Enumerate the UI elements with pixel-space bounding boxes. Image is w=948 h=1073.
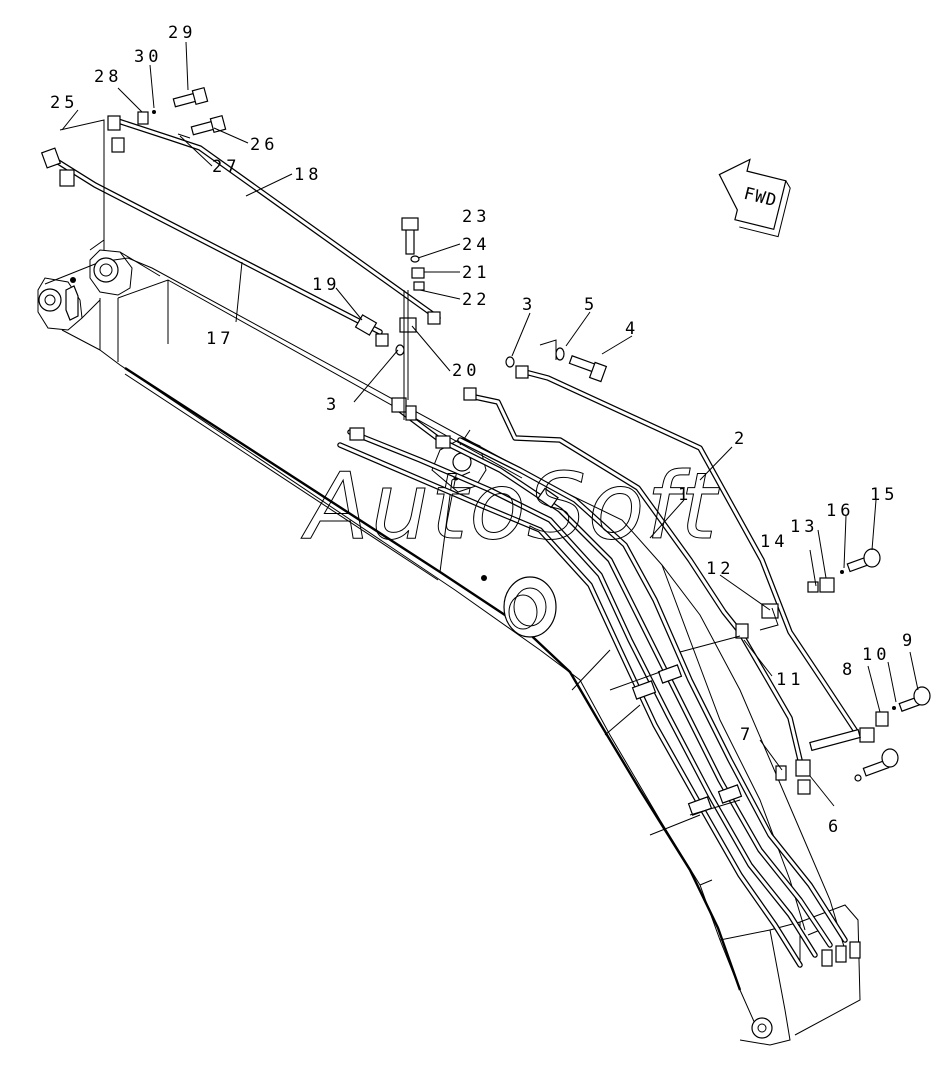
boom-head	[37, 249, 161, 351]
label-3a: 3	[522, 295, 536, 315]
label-30: 30	[134, 47, 162, 67]
label-16: 16	[826, 501, 854, 521]
label-1: 1	[678, 485, 692, 505]
label-10: 10	[862, 645, 890, 665]
label-19: 19	[312, 275, 340, 295]
label-26: 26	[250, 135, 278, 155]
bolt-23	[401, 217, 419, 255]
bolt-29	[172, 86, 209, 108]
boom-structure	[44, 257, 861, 1046]
label-28: 28	[94, 67, 122, 87]
clamps	[40, 111, 889, 816]
label-12: 12	[706, 559, 734, 579]
bolts	[152, 86, 931, 777]
label-20: 20	[452, 361, 480, 381]
label-14: 14	[760, 532, 788, 552]
bolt-9	[898, 686, 931, 712]
label-17: 17	[206, 329, 234, 349]
label-2: 2	[734, 429, 748, 449]
bolt-4	[568, 355, 608, 383]
label-6: 6	[828, 817, 842, 837]
fwd-arrow-icon	[718, 158, 787, 231]
reference-plates	[59, 119, 779, 631]
label-29: 29	[168, 23, 196, 43]
bolt-6	[862, 748, 899, 777]
leader-lines	[61, 41, 919, 836]
watermark: AutoSoft	[301, 453, 720, 560]
label-4: 4	[625, 319, 639, 339]
label-22: 22	[462, 290, 490, 310]
label-15: 15	[870, 485, 898, 505]
label-9: 9	[902, 631, 916, 651]
pipes	[52, 117, 861, 968]
fwd-direction-indicator: FWD	[718, 158, 791, 238]
label-3b: 3	[326, 395, 340, 415]
label-8: 8	[842, 660, 856, 680]
pipe-1	[467, 393, 803, 763]
label-7: 7	[740, 725, 754, 745]
label-13: 13	[790, 517, 818, 537]
label-23: 23	[462, 207, 490, 227]
label-27: 27	[212, 157, 240, 177]
label-24: 24	[462, 235, 490, 255]
label-18: 18	[294, 165, 322, 185]
part-labels: 29 30 28 25 26 27 18 23 24 21 22 19 17 3…	[50, 23, 916, 837]
bolt-26	[190, 114, 227, 136]
label-25: 25	[50, 93, 78, 113]
label-11: 11	[776, 670, 804, 690]
bolt-15	[846, 548, 881, 573]
label-5: 5	[584, 295, 598, 315]
label-21: 21	[462, 263, 490, 283]
